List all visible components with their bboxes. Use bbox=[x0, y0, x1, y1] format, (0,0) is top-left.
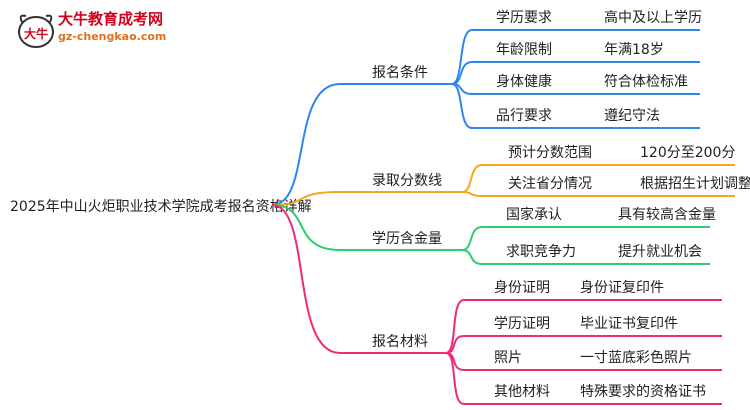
registration-conditions-child-value: 高中及以上学历 bbox=[604, 9, 702, 26]
svg-text:大牛: 大牛 bbox=[24, 26, 48, 41]
registration-conditions-child-label: 学历要求 bbox=[496, 10, 552, 26]
admission-score-child-label: 关注省分情况 bbox=[508, 176, 592, 192]
admission-score-child-connector bbox=[461, 164, 483, 193]
watermark-logo: 大牛 大牛教育成考网 gz-chengkao.com bbox=[6, 6, 176, 50]
registration-materials-connector bbox=[271, 204, 341, 354]
degree-value-child-connector bbox=[461, 249, 483, 265]
registration-conditions-child-value: 符合体检标准 bbox=[604, 74, 688, 90]
registration-conditions-child-value: 遵纪守法 bbox=[604, 107, 660, 124]
watermark-site-name: 大牛教育成考网 bbox=[58, 10, 164, 28]
registration-conditions-connector bbox=[271, 83, 341, 206]
registration-conditions-child-label: 年龄限制 bbox=[496, 42, 552, 58]
admission-score-child-connector bbox=[461, 191, 483, 197]
registration-conditions-child-label: 身体健康 bbox=[496, 73, 552, 90]
registration-conditions-child-label: 品行要求 bbox=[496, 108, 552, 124]
registration-conditions-child-value: 年满18岁 bbox=[604, 42, 664, 58]
admission-score-child-value: 120分至200分 bbox=[640, 145, 735, 161]
degree-value-label: 学历含金量 bbox=[372, 231, 442, 247]
admission-score-label: 录取分数线 bbox=[372, 173, 442, 189]
degree-value-child-label: 国家承认 bbox=[506, 206, 562, 223]
degree-value-child-value: 具有较高含金量 bbox=[618, 206, 716, 223]
degree-value-child-value: 提升就业机会 bbox=[618, 244, 702, 260]
registration-conditions-child-connector bbox=[451, 83, 473, 129]
registration-materials-child-label: 身份证明 bbox=[494, 280, 550, 296]
admission-score-connector bbox=[271, 191, 341, 206]
registration-conditions-child-connector bbox=[451, 29, 473, 85]
registration-materials-child-value: 一寸蓝底彩色照片 bbox=[580, 349, 692, 366]
registration-materials-child-value: 毕业证书复印件 bbox=[580, 315, 678, 332]
degree-value-child-label: 求职竞争力 bbox=[506, 243, 576, 260]
watermark-site-url: gz-chengkao.com bbox=[58, 30, 167, 43]
registration-materials-child-label: 照片 bbox=[494, 350, 522, 366]
bull-logo-icon: 大牛 bbox=[18, 14, 54, 48]
registration-conditions-label: 报名条件 bbox=[372, 64, 428, 81]
registration-materials-child-connector bbox=[445, 352, 465, 405]
registration-materials-child-connector bbox=[445, 299, 465, 354]
registration-materials-child-label: 其他材料 bbox=[494, 384, 550, 400]
degree-value-connector bbox=[271, 204, 341, 251]
registration-conditions-child-connector bbox=[451, 61, 473, 85]
registration-materials-child-label: 学历证明 bbox=[494, 316, 550, 332]
root-topic: 2025年中山火炬职业技术学院成考报名资格详解 bbox=[10, 199, 312, 215]
degree-value-child-connector bbox=[461, 226, 483, 251]
registration-materials-label: 报名材料 bbox=[372, 334, 428, 350]
registration-materials-child-value: 特殊要求的资格证书 bbox=[580, 384, 706, 400]
admission-score-child-label: 预计分数范围 bbox=[508, 144, 592, 161]
registration-materials-child-value: 身份证复印件 bbox=[580, 279, 664, 296]
admission-score-child-value: 根据招生计划调整 bbox=[640, 176, 750, 192]
